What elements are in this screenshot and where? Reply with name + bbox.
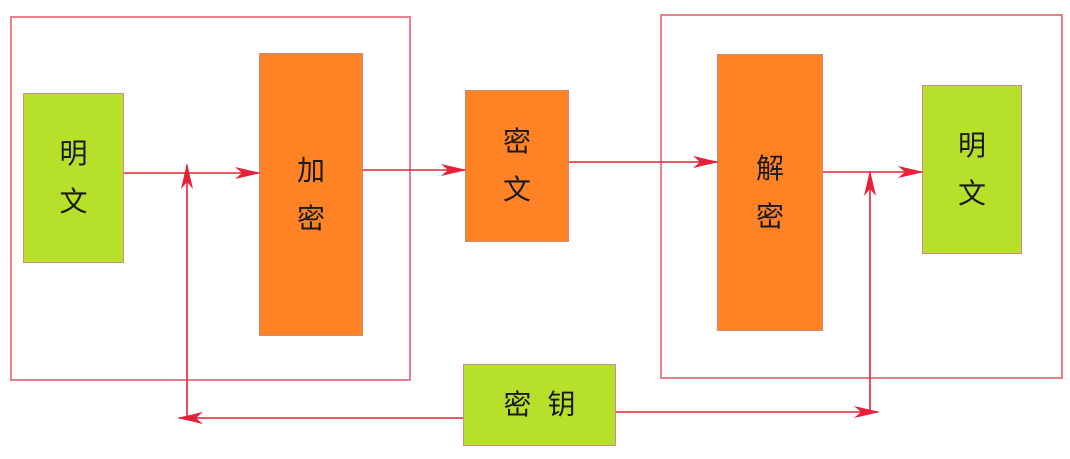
encrypt-char-2: 密 xyxy=(296,201,325,235)
plaintext-right-char-2: 文 xyxy=(957,176,986,210)
decrypt-box: 解 密 xyxy=(717,54,823,331)
key-char-2: 钥 xyxy=(547,388,576,421)
plaintext-left-char-1: 明 xyxy=(59,137,88,170)
plaintext-right-char-1: 明 xyxy=(957,128,986,162)
key-box: 密 钥 xyxy=(463,364,616,446)
plaintext-box-right: 明 文 xyxy=(922,85,1022,254)
decrypt-char-2: 密 xyxy=(755,199,784,233)
plaintext-box-left: 明 文 xyxy=(23,93,124,263)
receiver-frame xyxy=(660,14,1063,379)
ciphertext-char-1: 密 xyxy=(502,125,531,158)
encrypt-box: 加 密 xyxy=(259,53,363,336)
key-char-1: 密 xyxy=(503,388,532,421)
encrypt-char-1: 加 xyxy=(296,153,325,187)
ciphertext-box: 密 文 xyxy=(465,90,569,242)
sender-frame xyxy=(10,16,411,381)
plaintext-left-char-2: 文 xyxy=(59,185,88,218)
ciphertext-char-2: 文 xyxy=(502,173,531,206)
decrypt-char-1: 解 xyxy=(755,151,784,185)
